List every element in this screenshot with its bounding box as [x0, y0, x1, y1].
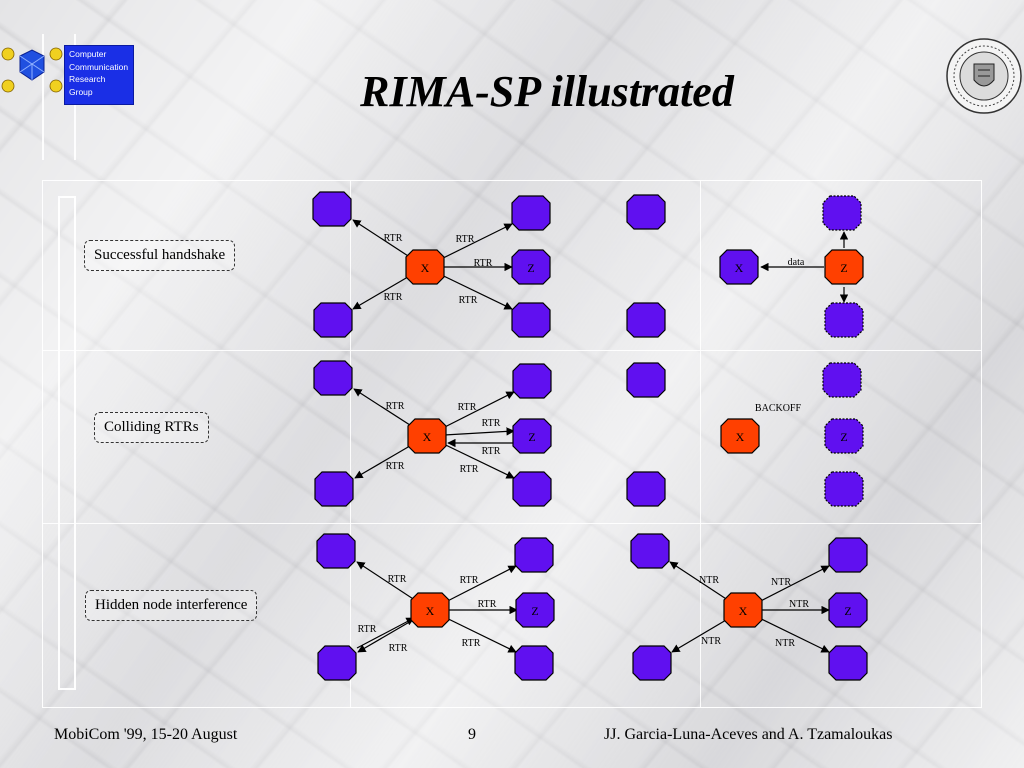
node-x-label: X: [735, 261, 744, 275]
scenario-label-successful-handshake: Successful handshake: [84, 240, 236, 271]
university-seal-icon: [946, 38, 1022, 114]
edge-label-rtr: RTR: [456, 234, 475, 245]
row-divider: [42, 350, 982, 351]
node-z-label: Z: [528, 430, 535, 444]
edge-label-rtr: RTR: [478, 599, 497, 610]
network-node: [626, 471, 666, 507]
page-number: 9: [468, 726, 476, 743]
node-z-label: Z: [840, 430, 847, 444]
network-node: [626, 302, 666, 338]
network-node: [824, 471, 864, 507]
footer-conference: MobiCom '99, 15-20 August: [54, 726, 238, 743]
node-z: [515, 592, 555, 628]
content-frame: [42, 180, 982, 708]
network-node: [626, 362, 666, 398]
message-arrow: [356, 617, 415, 649]
node-x: [405, 249, 445, 285]
node-x-label: X: [736, 430, 745, 444]
node-x: [719, 249, 759, 285]
edge-label-rtr: RTR: [386, 401, 405, 412]
network-node: [828, 645, 868, 681]
edge-label-rtr: RTR: [460, 575, 479, 586]
edge-label-ntr: NTR: [775, 638, 795, 649]
scenario-label-colliding-rtrs: Colliding RTRs: [94, 412, 209, 443]
slide-title: RIMA-SP illustrated: [360, 67, 734, 116]
node-z-label: Z: [531, 604, 538, 618]
logo-line: Research: [69, 74, 106, 84]
edge-label-data: data: [788, 257, 805, 268]
side-bar: [58, 196, 76, 690]
edge-label-rtr: RTR: [388, 574, 407, 585]
edge-label-rtr: RTR: [482, 418, 501, 429]
network-node: [511, 302, 551, 338]
edge-label-rtr: RTR: [482, 446, 501, 457]
node-x: [723, 592, 763, 628]
network-node: [316, 533, 356, 569]
network-node: [822, 195, 862, 231]
network-node: [314, 471, 354, 507]
edge-label-ntr: NTR: [771, 577, 791, 588]
research-group-logo: Computer Communication Research Group: [64, 45, 134, 105]
node-x-label: X: [739, 604, 748, 618]
edge-label-ntr: NTR: [789, 599, 809, 610]
network-node: [313, 360, 353, 396]
network-node: [828, 537, 868, 573]
network-node: [511, 195, 551, 231]
network-node: [632, 645, 672, 681]
logo-line: Computer: [69, 49, 107, 59]
network-node: [822, 362, 862, 398]
logo-line: Group: [69, 86, 93, 97]
node-x: [410, 592, 450, 628]
node-x: [407, 418, 447, 454]
column-divider: [700, 180, 701, 708]
node-x: [720, 418, 760, 454]
edge-label-rtr: RTR: [474, 258, 493, 269]
network-node: [312, 191, 352, 227]
node-z: [512, 418, 552, 454]
logo-emblem-icon: [1, 47, 63, 93]
row-divider: [42, 523, 982, 524]
edge-label-rtr: RTR: [458, 402, 477, 413]
node-z: [824, 418, 864, 454]
edge-label-rtr: RTR: [384, 233, 403, 244]
edge-label-ntr: NTR: [699, 575, 719, 586]
logo-line: Communication: [69, 61, 129, 72]
edge-label-rtr: RTR: [462, 638, 481, 649]
network-node: [313, 302, 353, 338]
node-z: [828, 592, 868, 628]
scenario-label-hidden-node: Hidden node interference: [85, 590, 258, 621]
footer-authors: JJ. Garcia-Luna-Aceves and A. Tzamalouka…: [604, 726, 893, 743]
node-z: [824, 249, 864, 285]
edge-label-rtr: RTR: [358, 624, 377, 635]
column-divider: [350, 180, 351, 708]
node-x-label: X: [426, 604, 435, 618]
edge-label-backoff: BACKOFF: [755, 403, 802, 414]
network-node: [512, 471, 552, 507]
node-z-label: Z: [844, 604, 851, 618]
network-node: [514, 537, 554, 573]
edge-label-rtr: RTR: [459, 295, 478, 306]
network-node: [514, 645, 554, 681]
node-x-label: X: [421, 261, 430, 275]
node-z-label: Z: [840, 261, 847, 275]
edge-label-rtr: RTR: [389, 643, 408, 654]
edge-label-rtr: RTR: [460, 464, 479, 475]
network-node: [626, 194, 666, 230]
node-z: [511, 249, 551, 285]
edge-label-rtr: RTR: [386, 461, 405, 472]
edge-label-rtr: RTR: [384, 292, 403, 303]
network-node: [824, 302, 864, 338]
network-node: [512, 363, 552, 399]
network-node: [317, 645, 357, 681]
node-x-label: X: [423, 430, 432, 444]
edge-label-ntr: NTR: [701, 636, 721, 647]
node-z-label: Z: [527, 261, 534, 275]
network-node: [630, 533, 670, 569]
